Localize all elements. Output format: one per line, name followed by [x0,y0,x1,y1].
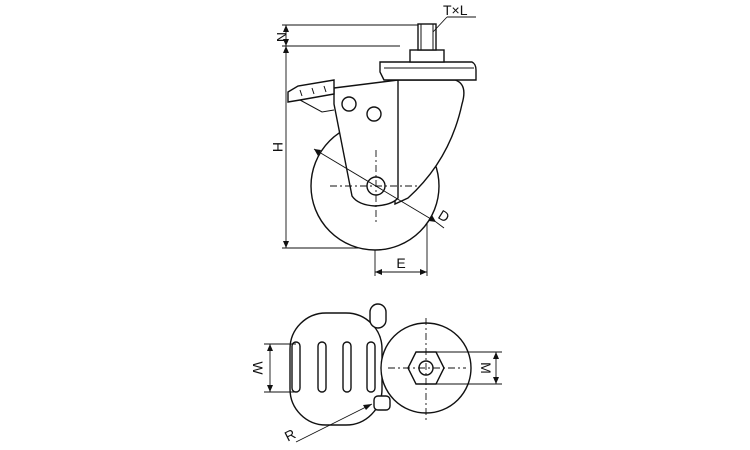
fork-knob-bottom [373,395,391,411]
dimension-label-d: D [435,207,452,226]
fork-knob-top [369,303,387,329]
tread-rib [342,341,352,393]
tread-rib [317,341,327,393]
leader-thread [432,16,448,33]
bolt-upper [341,96,357,112]
dimension-d [313,148,445,229]
label-thread-size: T×L [443,2,468,18]
dimension-n [283,25,289,46]
dimension-r [295,403,373,443]
base-nut [409,49,445,63]
brake-lever [287,79,335,103]
side-view: N H E T×L [270,2,477,276]
dimension-label-n: N [274,32,290,42]
swivel-head [379,61,477,81]
dimension-e [375,269,427,275]
threaded-stem [417,23,437,51]
fork-arm [394,79,465,206]
dimension-h [283,46,289,248]
dimension-label-e: E [396,255,405,271]
dimension-label-w: W [250,361,266,375]
top-view: W M R [250,303,502,445]
dimension-label-h: H [270,142,286,152]
dimension-m [493,352,499,384]
dimension-w [267,344,273,392]
tread-rib [291,341,301,393]
dimension-label-r: R [282,426,298,445]
bolt-lower [366,106,382,122]
tread-rib [366,341,376,393]
dimension-label-m: M [478,362,494,374]
